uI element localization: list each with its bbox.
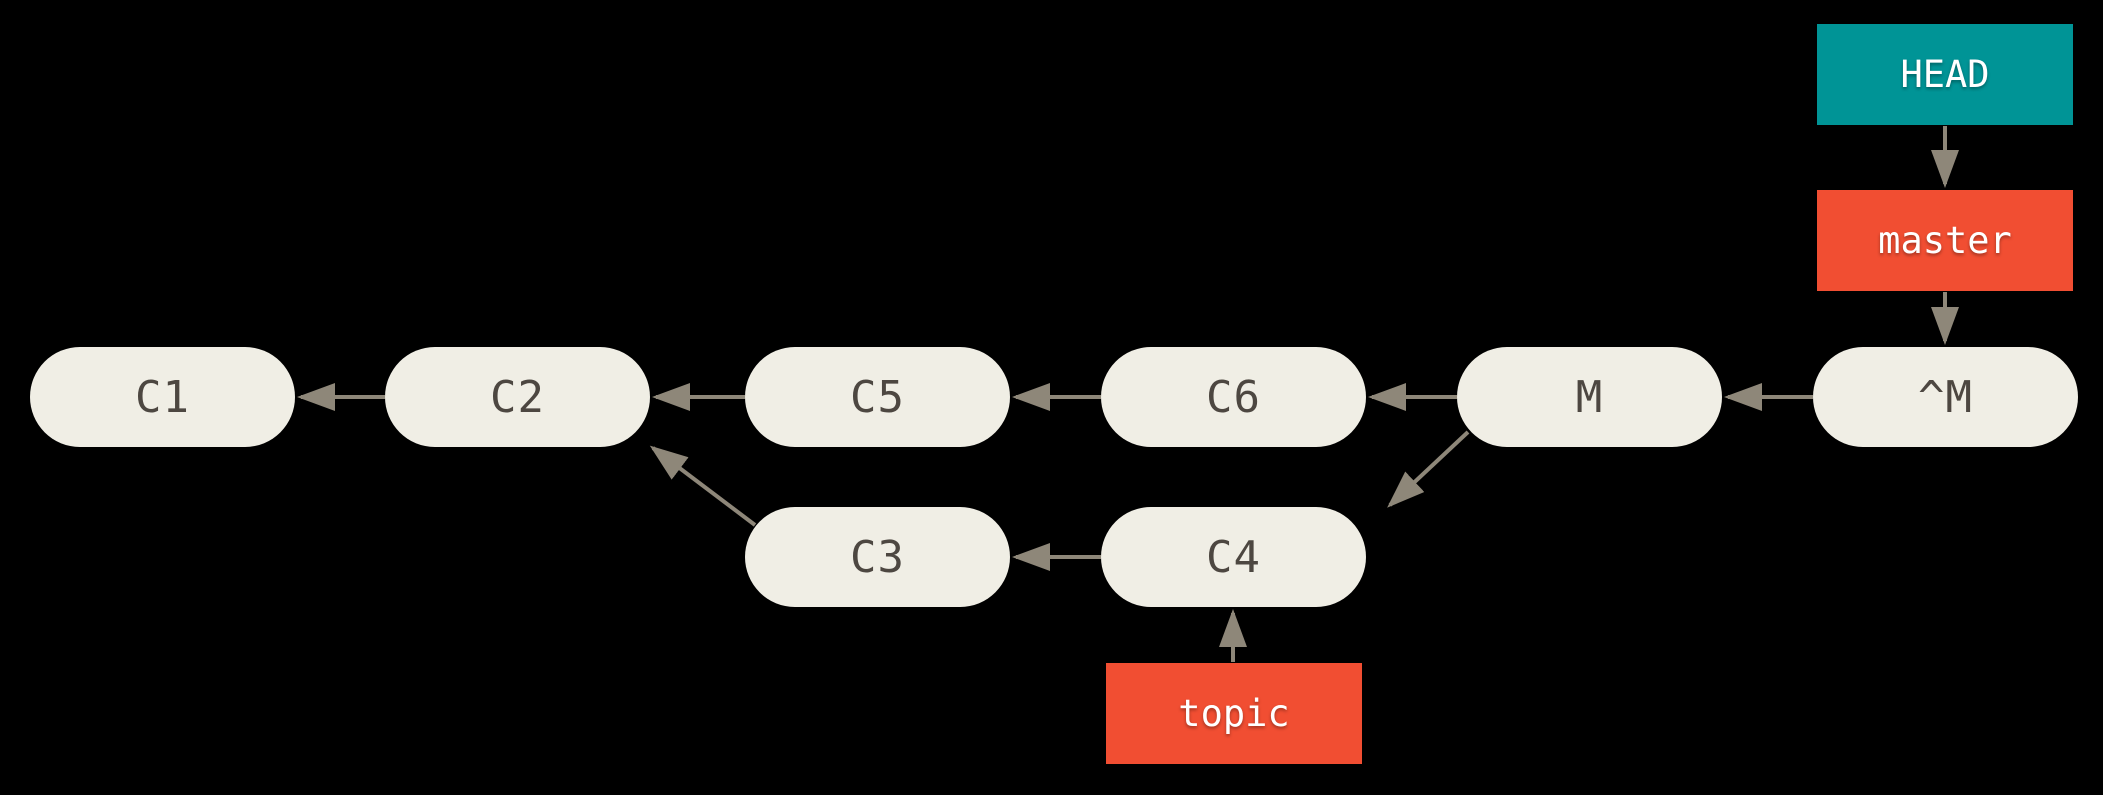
topic-branch-label: topic [1106,663,1362,764]
head-ref-label: HEAD [1817,24,2073,125]
commit-node-c2: C2 [385,347,650,447]
commit-node-c1: C1 [30,347,295,447]
commit-node-revert-merge: ^M [1813,347,2078,447]
commit-node-c5: C5 [745,347,1010,447]
commit-node-merge: M [1457,347,1722,447]
commit-node-c6: C6 [1101,347,1366,447]
edge-c3-to-c2 [649,445,757,527]
edge-m-to-c4 [1387,430,1470,508]
commit-node-c4: C4 [1101,507,1366,607]
master-branch-label: master [1817,190,2073,291]
commit-node-c3: C3 [745,507,1010,607]
